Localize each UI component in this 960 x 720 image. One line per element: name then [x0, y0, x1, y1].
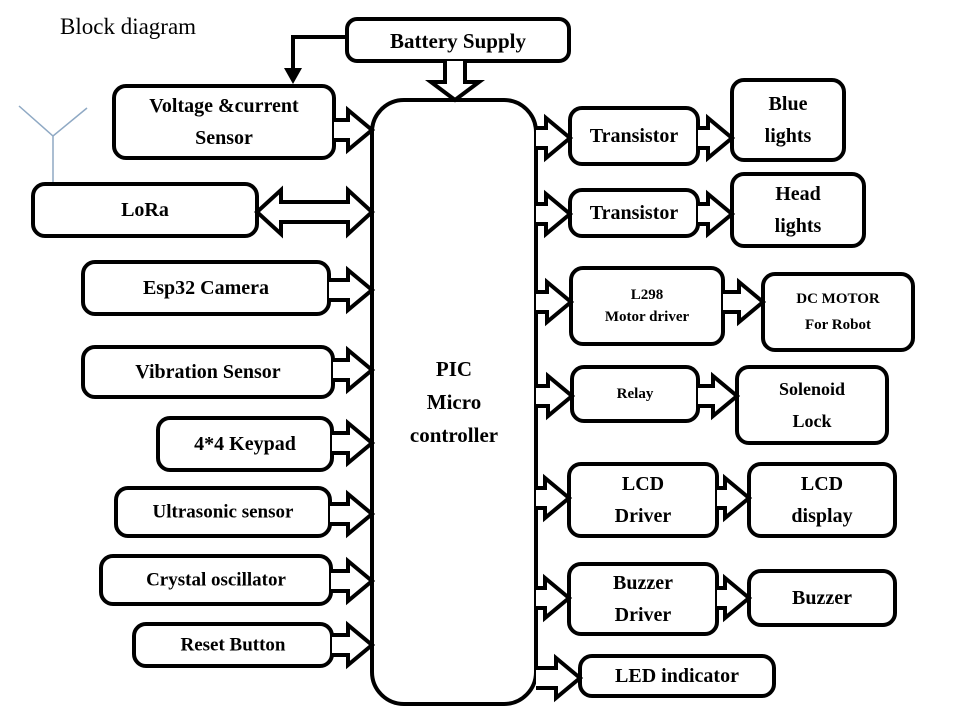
transistor-1-to-blue-lights-arrow	[698, 113, 736, 163]
esp32-camera-label: Esp32 Camera	[143, 277, 269, 299]
battery-to-sensor-line	[291, 35, 347, 75]
reset-button-label-line: Reset Button	[180, 635, 285, 656]
l298-motor-driver-block	[569, 266, 725, 346]
reset-button-label: Reset Button	[180, 635, 285, 656]
buzzer-label-line: Buzzer	[792, 587, 852, 609]
led-indicator-label: LED indicator	[615, 665, 739, 687]
crystal-oscillator-label-line: Crystal oscillator	[146, 570, 286, 591]
solenoid-lock-label-line: Solenoid	[779, 379, 845, 399]
lora-label: LoRa	[121, 199, 169, 221]
head-lights-block	[730, 172, 866, 248]
relay-label: Relay	[617, 386, 654, 402]
microcontroller-label: PIC Micro controller	[410, 357, 498, 447]
voltage-current-sensor-arrow	[334, 105, 376, 155]
buzzer-label: Buzzer	[792, 587, 852, 609]
blue-lights-label-line: lights	[765, 125, 812, 147]
solenoid-lock-label-line: Lock	[792, 411, 831, 431]
buzzer-driver-label-line: Buzzer	[613, 572, 673, 594]
transistor-2-label: Transistor	[590, 202, 679, 224]
led-indicator-label-line: LED indicator	[615, 665, 739, 687]
lcd-display-label: LCD display	[791, 473, 852, 527]
head-lights-label-line: Head	[775, 183, 821, 205]
voltage-current-sensor-label-line: Sensor	[195, 127, 253, 149]
transistor-2-to-head-lights-arrow	[698, 189, 736, 239]
antenna-icon	[18, 105, 88, 186]
led-indicator-input-arrow	[536, 653, 584, 703]
lcd-driver-input-arrow	[536, 473, 573, 523]
dc-motor-label-line: For Robot	[805, 317, 871, 333]
l298-motor-driver-label-line: L298	[631, 287, 664, 303]
battery-supply-label: Battery Supply	[390, 29, 526, 53]
buzzer-driver-to-buzzer-arrow	[717, 573, 753, 623]
lcd-driver-label-line: Driver	[615, 505, 672, 527]
keypad-arrow	[332, 418, 376, 468]
lcd-display-label-line: LCD	[801, 473, 843, 495]
microcontroller-label-line: PIC	[436, 357, 472, 381]
transistor-2-label-line: Transistor	[590, 202, 679, 224]
keypad-label: 4*4 Keypad	[194, 433, 296, 455]
l298-motor-driver-input-arrow	[536, 277, 575, 327]
buzzer-driver-label-line: Driver	[615, 604, 672, 626]
lcd-driver-label: LCD Driver	[615, 473, 672, 527]
vibration-sensor-label: Vibration Sensor	[135, 361, 281, 383]
transistor-1-label-line: Transistor	[590, 125, 679, 147]
keypad-label-line: 4*4 Keypad	[194, 433, 296, 455]
transistor-2-input-arrow	[536, 189, 574, 239]
blue-lights-label: Blue lights	[765, 93, 812, 147]
buzzer-driver-input-arrow	[536, 573, 573, 623]
l298-motor-driver-to-dc-motor-arrow	[723, 277, 767, 327]
microcontroller-label-line: Micro	[427, 390, 481, 414]
blue-lights-label-line: Blue	[769, 93, 808, 115]
lcd-driver-label-line: LCD	[622, 473, 664, 495]
crystal-oscillator-label: Crystal oscillator	[146, 570, 286, 591]
transistor-1-input-arrow	[536, 113, 574, 163]
esp32-camera-label-line: Esp32 Camera	[143, 277, 269, 299]
solenoid-lock-block	[735, 365, 889, 445]
diagram-title: Block diagram	[60, 14, 197, 39]
dc-motor-block	[761, 272, 915, 352]
crystal-oscillator-arrow	[331, 556, 376, 606]
transistor-1-label: Transistor	[590, 125, 679, 147]
voltage-current-sensor-label-line: Voltage &current	[149, 95, 299, 117]
ultrasonic-sensor-label-line: Ultrasonic sensor	[153, 502, 294, 523]
lora-arrow	[254, 185, 375, 239]
relay-to-solenoid-lock-arrow	[698, 371, 741, 421]
relay-label-line: Relay	[617, 386, 654, 402]
dc-motor-label: DC MOTOR For Robot	[796, 291, 880, 333]
microcontroller-label-line: controller	[410, 423, 498, 447]
blue-lights-block	[730, 78, 846, 162]
ultrasonic-sensor-arrow	[330, 489, 376, 539]
battery-supply-label-line: Battery Supply	[390, 29, 526, 53]
lcd-driver-to-lcd-display-arrow	[717, 473, 753, 523]
head-lights-label-line: lights	[775, 215, 822, 237]
vibration-sensor-label-line: Vibration Sensor	[135, 361, 281, 383]
lora-label-line: LoRa	[121, 199, 169, 221]
head-lights-label: Head lights	[775, 183, 822, 237]
vibration-sensor-arrow	[333, 345, 376, 395]
battery-to-sensor-arrowhead	[284, 68, 302, 84]
esp32-camera-arrow	[329, 265, 376, 315]
ultrasonic-sensor-label: Ultrasonic sensor	[153, 502, 294, 523]
battery-to-mcu-arrow	[425, 61, 485, 103]
reset-button-arrow	[332, 620, 376, 670]
l298-motor-driver-label-line: Motor driver	[605, 309, 690, 325]
dc-motor-label-line: DC MOTOR	[796, 291, 880, 307]
lcd-display-label-line: display	[791, 505, 852, 527]
relay-input-arrow	[536, 371, 576, 421]
